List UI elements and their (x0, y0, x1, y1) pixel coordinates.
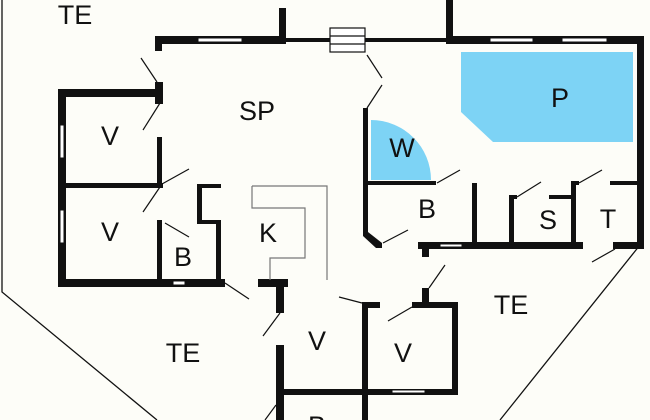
label-t: T (600, 204, 617, 234)
whirlpool (371, 120, 431, 180)
kitchen-counter-edge (252, 185, 328, 280)
walls (58, 0, 644, 420)
room-labels: TE SP V V B K W P B S T TE TE V V B (58, 0, 617, 420)
label-b2: B (418, 194, 436, 224)
terrace-outline-right (499, 244, 641, 420)
label-k: K (259, 218, 277, 248)
stairs (329, 27, 366, 53)
pool (461, 52, 633, 142)
label-v2: V (101, 217, 119, 247)
label-v3: V (308, 326, 326, 356)
kitchen-counter (251, 186, 306, 280)
terrace-outline-left (1, 0, 158, 420)
label-v4: V (394, 338, 412, 368)
label-p: P (551, 83, 569, 113)
label-te-bottom-left: TE (166, 338, 201, 368)
label-b-bottom: B (308, 411, 326, 420)
label-b1: B (174, 242, 192, 272)
label-s: S (539, 205, 557, 235)
label-sp: SP (239, 96, 275, 126)
label-te-right: TE (494, 290, 529, 320)
label-w: W (389, 133, 415, 163)
doors (140, 54, 616, 420)
label-te-top-left: TE (58, 0, 93, 30)
label-v1: V (101, 121, 119, 151)
